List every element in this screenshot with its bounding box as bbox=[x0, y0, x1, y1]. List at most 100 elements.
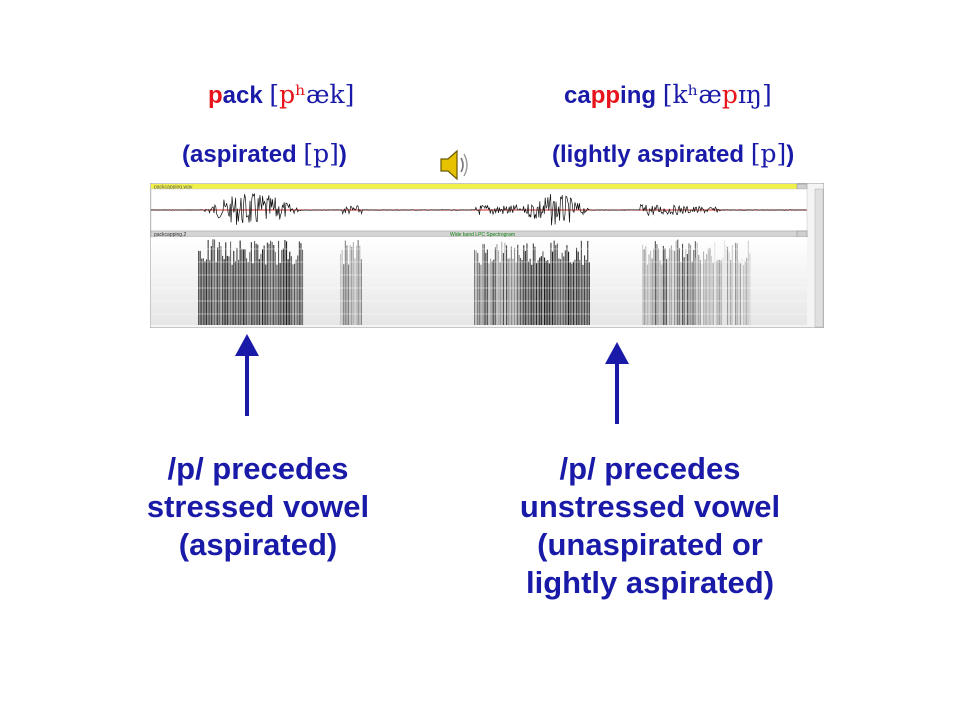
spectrogram-column bbox=[691, 261, 693, 325]
spectrogram-column bbox=[532, 243, 534, 325]
spectrogram-column bbox=[255, 243, 257, 325]
spectrogram-column bbox=[340, 253, 342, 325]
spectrogram-column bbox=[643, 248, 645, 325]
spectrogram-column bbox=[580, 240, 582, 325]
spectrogram-column bbox=[239, 240, 241, 325]
waveform-window-buttons[interactable] bbox=[796, 183, 808, 190]
spectrogram-column bbox=[498, 250, 500, 325]
spectrogram-column bbox=[666, 259, 668, 325]
spectrogram-column bbox=[739, 263, 741, 325]
spectrogram-column bbox=[351, 246, 353, 325]
spectrogram-column bbox=[198, 250, 200, 325]
spectrogram-column bbox=[675, 240, 677, 325]
spectrogram-column bbox=[343, 264, 345, 325]
spectrogram-column bbox=[215, 262, 217, 325]
spectrogram-column bbox=[517, 244, 519, 325]
panel-scrollbar[interactable] bbox=[814, 188, 824, 328]
waveform-titlebar bbox=[151, 184, 807, 189]
spectrogram-column bbox=[672, 250, 674, 325]
spectrogram-column bbox=[354, 258, 356, 325]
spectrogram-column bbox=[651, 258, 653, 325]
spectrogram-column bbox=[653, 248, 655, 325]
spectrogram-column bbox=[514, 247, 516, 325]
spectrogram-column bbox=[715, 260, 717, 325]
spectrogram-column bbox=[278, 240, 280, 325]
spectrogram-column bbox=[688, 243, 690, 325]
spectrogram-column bbox=[289, 251, 291, 325]
spectrogram-column bbox=[292, 264, 294, 325]
word-pack-post: ack bbox=[222, 82, 270, 109]
spectrogram-column bbox=[214, 239, 216, 325]
spectrogram-column bbox=[664, 248, 666, 325]
spectrogram-column bbox=[552, 251, 554, 325]
spectrogram-column bbox=[569, 262, 571, 325]
spectrogram-column bbox=[556, 243, 558, 325]
spectrogram-column bbox=[294, 263, 296, 325]
spectrogram-column bbox=[572, 261, 574, 325]
spectrogram-column bbox=[539, 257, 541, 325]
note-close: ) bbox=[786, 141, 795, 168]
speaker-icon[interactable] bbox=[438, 145, 470, 185]
spectrogram-column bbox=[212, 239, 214, 325]
spectrogram-column bbox=[698, 254, 700, 325]
spectrogram-column bbox=[238, 260, 240, 325]
spectrogram-column bbox=[234, 261, 236, 325]
spectrogram-column bbox=[654, 241, 656, 325]
spectrogram-column bbox=[231, 264, 233, 325]
word-capping-highlight: pp bbox=[590, 82, 621, 109]
spectrogram-column bbox=[250, 242, 252, 325]
word-capping-pre: ca bbox=[564, 82, 591, 109]
spectrogram-column bbox=[670, 245, 672, 325]
spectrogram-column bbox=[719, 259, 721, 325]
spectrogram-column bbox=[496, 244, 498, 325]
spectrogram-column bbox=[474, 249, 476, 325]
spectrogram-column bbox=[526, 243, 528, 325]
spectrogram-column bbox=[743, 265, 745, 325]
spectrogram-column bbox=[504, 242, 506, 325]
spectrogram-column bbox=[728, 252, 730, 325]
left-explanation: /p/ precedes stressed vowel (aspirated) bbox=[98, 450, 418, 564]
spectrogram-column bbox=[722, 257, 724, 325]
spectrogram-column bbox=[558, 258, 560, 325]
spectrogram-column bbox=[488, 263, 490, 325]
spectrogram-column bbox=[704, 259, 706, 325]
word-capping-post: ing bbox=[620, 82, 663, 109]
spectrogram-column bbox=[359, 245, 361, 325]
right-explanation-line2: unstressed vowel bbox=[519, 489, 781, 524]
spectrogram-column bbox=[579, 260, 581, 325]
spectrogram-column bbox=[738, 260, 740, 325]
spectrogram-column bbox=[220, 246, 222, 325]
spectrogram-column bbox=[236, 247, 238, 325]
spectrogram-column bbox=[257, 244, 259, 325]
spectrogram-column bbox=[480, 264, 482, 325]
spectrogram-column bbox=[204, 261, 206, 325]
spectrogram-column bbox=[341, 249, 343, 325]
spectrogram-column bbox=[548, 263, 550, 325]
spectrogram-column bbox=[749, 253, 751, 325]
spectrogram-window-buttons[interactable] bbox=[796, 230, 808, 238]
spectrogram-column bbox=[265, 264, 267, 325]
spectrogram-marks bbox=[151, 239, 807, 325]
spectrogram-column bbox=[524, 251, 526, 325]
spectrogram-column bbox=[695, 257, 697, 325]
spectrogram-column bbox=[271, 241, 273, 325]
ipa-capping-rest: ɪŋ bbox=[737, 80, 763, 109]
spectrogram-column bbox=[717, 260, 719, 325]
spectrogram-column bbox=[218, 242, 220, 325]
spectrogram-column bbox=[499, 262, 501, 325]
left-explanation-line3: (aspirated) bbox=[178, 527, 338, 562]
spectrogram-column bbox=[493, 259, 495, 325]
spectrogram-column bbox=[344, 240, 346, 325]
spectrogram-column bbox=[699, 260, 701, 325]
spectrogram-column bbox=[642, 244, 644, 325]
waveform-line bbox=[151, 193, 807, 226]
spectrogram-column bbox=[736, 243, 738, 325]
spectrogram-column bbox=[528, 261, 530, 325]
spectrogram-column bbox=[545, 260, 547, 325]
word-capping: capping [kʰæpɪŋ] bbox=[564, 80, 772, 110]
spectrogram-column bbox=[266, 242, 268, 325]
spectrogram-column bbox=[206, 259, 208, 325]
spectrogram-column bbox=[669, 248, 671, 325]
spectrogram-column bbox=[523, 245, 525, 325]
spectrogram-column bbox=[230, 241, 232, 325]
